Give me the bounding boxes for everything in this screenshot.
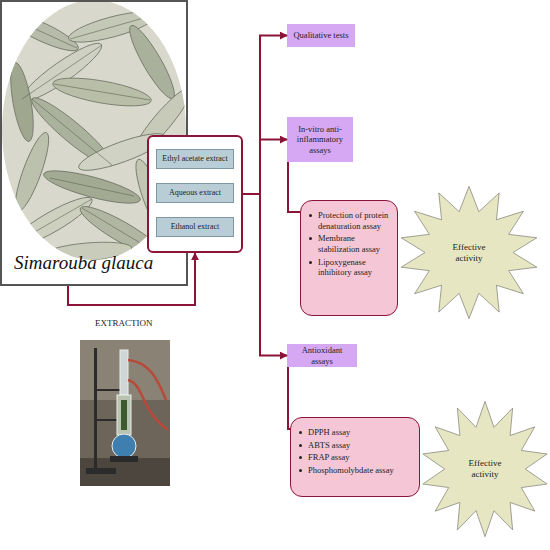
photo-caption: EXTRACTION xyxy=(95,318,153,328)
flow-connector xyxy=(288,367,290,429)
photo-caption-text: EXTRACTION xyxy=(95,318,153,328)
extract-bar: Aqueous extract xyxy=(156,183,234,203)
result-starburst: Effective activity xyxy=(420,400,550,538)
bullet-item: Phosphomolybdate assay xyxy=(299,465,413,476)
flow-connector xyxy=(288,162,300,212)
category-tag: Qualitative tests xyxy=(287,24,355,47)
extract-group: Ethyl acetate extractAqueous extractEtha… xyxy=(147,135,243,253)
node-label: Ethyl acetate extract xyxy=(162,155,227,164)
result-starburst: Effective activity xyxy=(398,185,540,320)
bullet-item: DPPH assay xyxy=(299,427,413,438)
node-label: Antioxidant assays xyxy=(290,345,354,365)
flow-connector xyxy=(68,253,195,305)
node-label: Effective activity xyxy=(455,458,515,480)
bullet-item: ABTS assay xyxy=(299,440,413,451)
starburst-shape xyxy=(423,401,547,536)
node-label: Simarouba glauca xyxy=(14,252,153,274)
node-label: Ethanol extract xyxy=(171,223,220,232)
category-tag: Antioxidant assays xyxy=(287,344,357,367)
flow-connector xyxy=(243,36,287,195)
node-label: Effective activity xyxy=(439,242,499,264)
assay-list: Protection of protein denaturation assay… xyxy=(300,200,398,316)
bullet-item: Membrane stabilization assay xyxy=(309,233,391,254)
node-label: Aqueous extract xyxy=(169,189,221,198)
bullet-item: Lipoxygenase inhibitory assay xyxy=(309,257,391,278)
assay-list: DPPH assayABTS assayFRAP assayPhosphomol… xyxy=(290,417,420,497)
starburst-shape xyxy=(401,186,537,318)
node-label: In-vitro anti-inflammatory assays xyxy=(290,124,350,155)
bullet-item: Protection of protein denaturation assay xyxy=(309,210,391,231)
category-tag: In-vitro anti-inflammatory assays xyxy=(287,117,353,162)
node-label: Qualitative tests xyxy=(293,30,348,40)
extraction-photo xyxy=(80,340,170,486)
flow-connector xyxy=(243,140,287,195)
flow-connector xyxy=(243,194,287,356)
extract-bar: Ethanol extract xyxy=(156,217,234,237)
bullet-item: FRAP assay xyxy=(299,452,413,463)
extract-bar: Ethyl acetate extract xyxy=(156,149,234,169)
